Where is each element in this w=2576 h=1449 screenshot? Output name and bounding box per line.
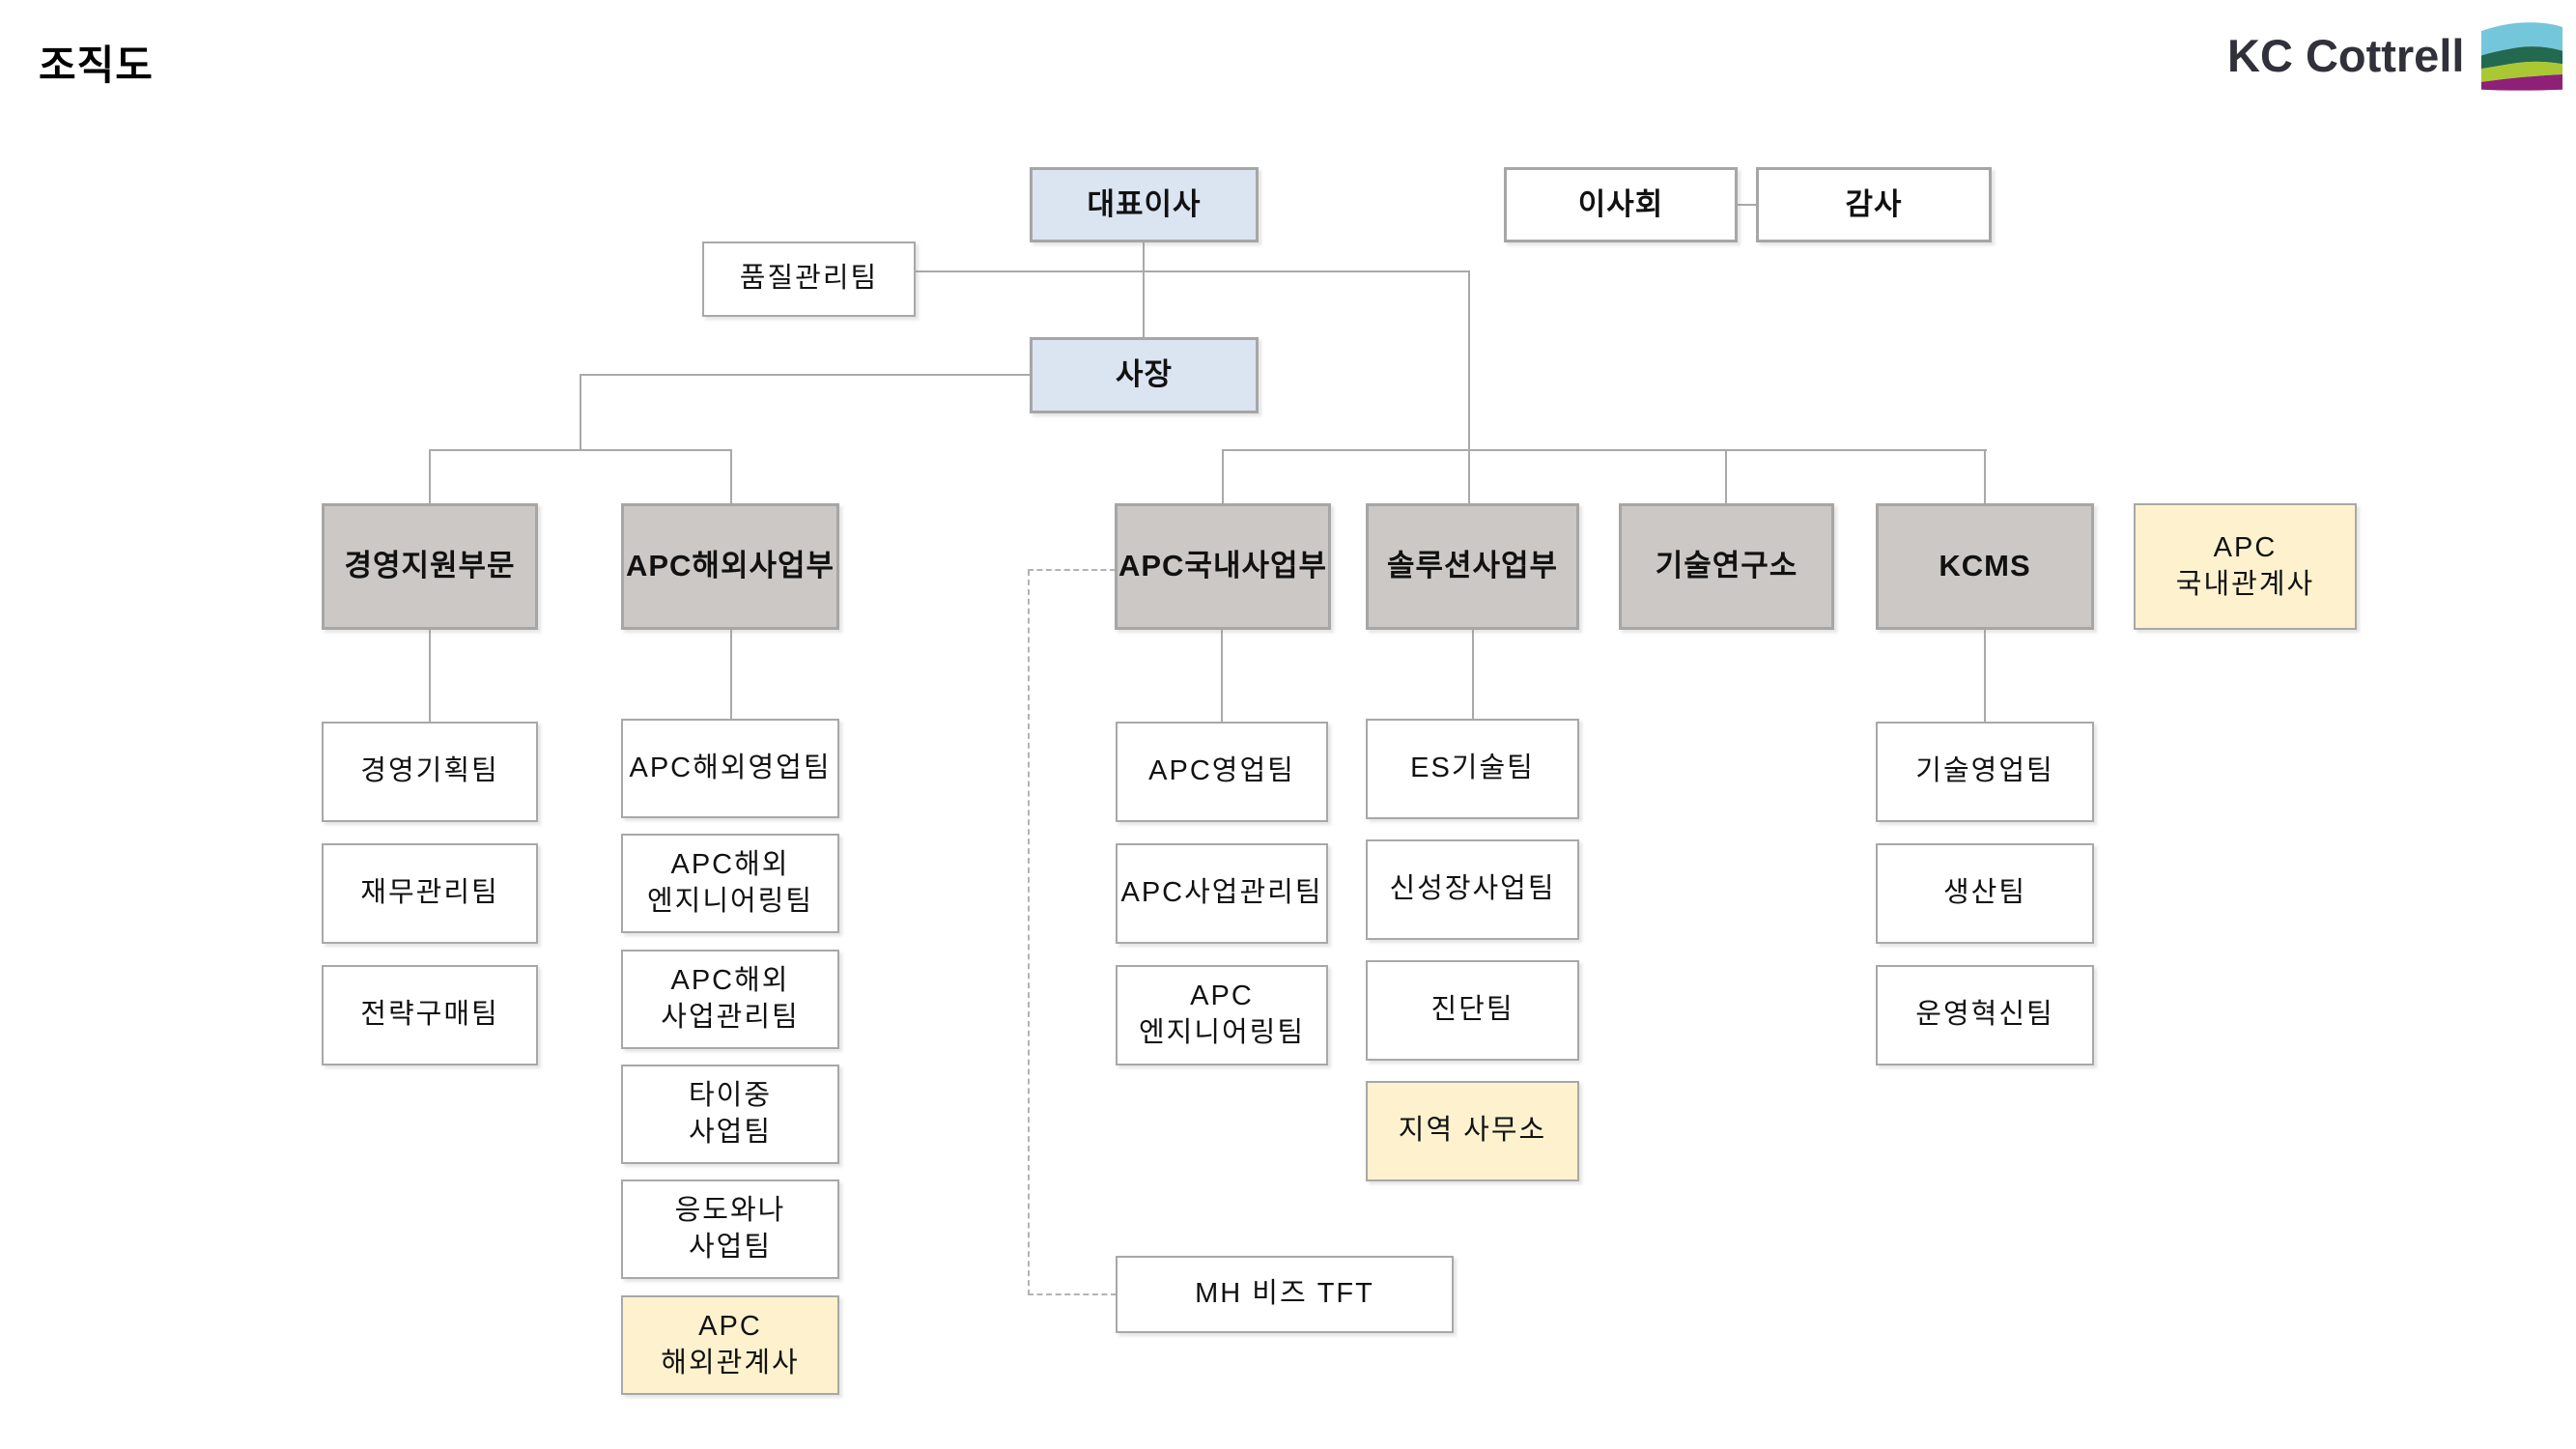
company-logo: KC Cottrell: [2227, 19, 2564, 92]
org-node-diagnosis-team: 진단팀: [1366, 960, 1579, 1061]
connector-apc-domestic-teams: [1221, 630, 1223, 722]
connector-apc-overseas-teams: [730, 630, 732, 719]
dashed-connector-bottom: [1028, 1293, 1117, 1295]
connector-left-bus: [429, 449, 732, 451]
org-node-apc-overseas-business-mgmt-team: APC해외 사업관리팀: [621, 950, 839, 1049]
org-node-taichung-business-team: 타이중 사업팀: [621, 1065, 839, 1164]
org-node-president: 사장: [1030, 337, 1259, 413]
org-node-board: 이사회: [1504, 167, 1738, 242]
dashed-connector-top: [1028, 569, 1116, 571]
org-node-apc-domestic-affiliates: APC 국내관계사: [2134, 503, 2357, 630]
org-node-es-tech-team: ES기술팀: [1366, 719, 1579, 819]
connector-drop-apc-overseas: [730, 449, 732, 503]
org-node-eungdowana-business-team: 응도와나 사업팀: [621, 1179, 839, 1279]
dashed-connector-vertical: [1028, 570, 1030, 1295]
connector-drop-kcms: [1984, 449, 1986, 503]
logo-text: KC Cottrell: [2227, 30, 2465, 81]
org-node-new-growth-business-team: 신성장사업팀: [1366, 839, 1579, 940]
connector-drop-tech-research: [1725, 449, 1727, 503]
org-node-regional-offices: 지역 사무소: [1366, 1081, 1579, 1181]
org-node-division-kcms: KCMS: [1876, 503, 2094, 630]
page-title: 조직도: [39, 43, 154, 88]
connector-quality-branch: [916, 270, 1470, 272]
org-node-division-apc-overseas: APC해외사업부: [621, 503, 839, 630]
org-node-apc-overseas-sales-team: APC해외영업팀: [621, 719, 839, 818]
org-node-division-tech-research: 기술연구소: [1619, 503, 1834, 630]
org-node-division-mgmt-support: 경영지원부문: [322, 503, 538, 630]
connector-board-auditor: [1738, 204, 1756, 206]
org-node-strategic-purchasing-team: 전략구매팀: [322, 965, 538, 1065]
org-node-apc-engineering-team: APC 엔지니어링팀: [1116, 965, 1328, 1065]
logo-flag-icon: [2481, 22, 2563, 91]
org-node-tech-sales-team: 기술영업팀: [1876, 722, 2094, 822]
connector-ceo-president: [1143, 242, 1145, 337]
connector-kcms-teams: [1984, 630, 1986, 722]
org-node-division-apc-domestic: APC국내사업부: [1115, 503, 1331, 630]
org-node-auditor: 감사: [1756, 167, 1992, 242]
org-node-finance-mgmt-team: 재무관리팀: [322, 843, 538, 944]
org-node-ceo: 대표이사: [1030, 167, 1259, 242]
connector-president-left: [580, 374, 1030, 376]
org-node-mgmt-planning-team: 경영기획팀: [322, 722, 538, 822]
org-node-division-solution: 솔루션사업부: [1366, 503, 1579, 630]
org-node-apc-sales-team: APC영업팀: [1116, 722, 1328, 822]
connector-drop-apc-domestic: [1222, 449, 1224, 503]
org-node-production-team: 생산팀: [1876, 843, 2094, 944]
org-node-mh-biz-tft: MH 비즈 TFT: [1116, 1256, 1454, 1333]
connector-left-drop: [580, 374, 581, 450]
org-node-apc-business-mgmt-team: APC사업관리팀: [1116, 843, 1328, 944]
connector-solution-teams: [1472, 630, 1474, 719]
org-node-apc-overseas-engineering-team: APC해외 엔지니어링팀: [621, 834, 839, 933]
org-node-quality-team: 품질관리팀: [702, 242, 916, 317]
org-node-apc-overseas-affiliates: APC 해외관계사: [621, 1295, 839, 1395]
connector-right-bus: [1222, 449, 1987, 451]
connector-drop-mgmt-support: [429, 449, 431, 503]
org-node-operation-innovation-team: 운영혁신팀: [1876, 965, 2094, 1065]
connector-right-drop: [1468, 270, 1470, 503]
connector-mgmt-support-teams: [429, 630, 431, 722]
